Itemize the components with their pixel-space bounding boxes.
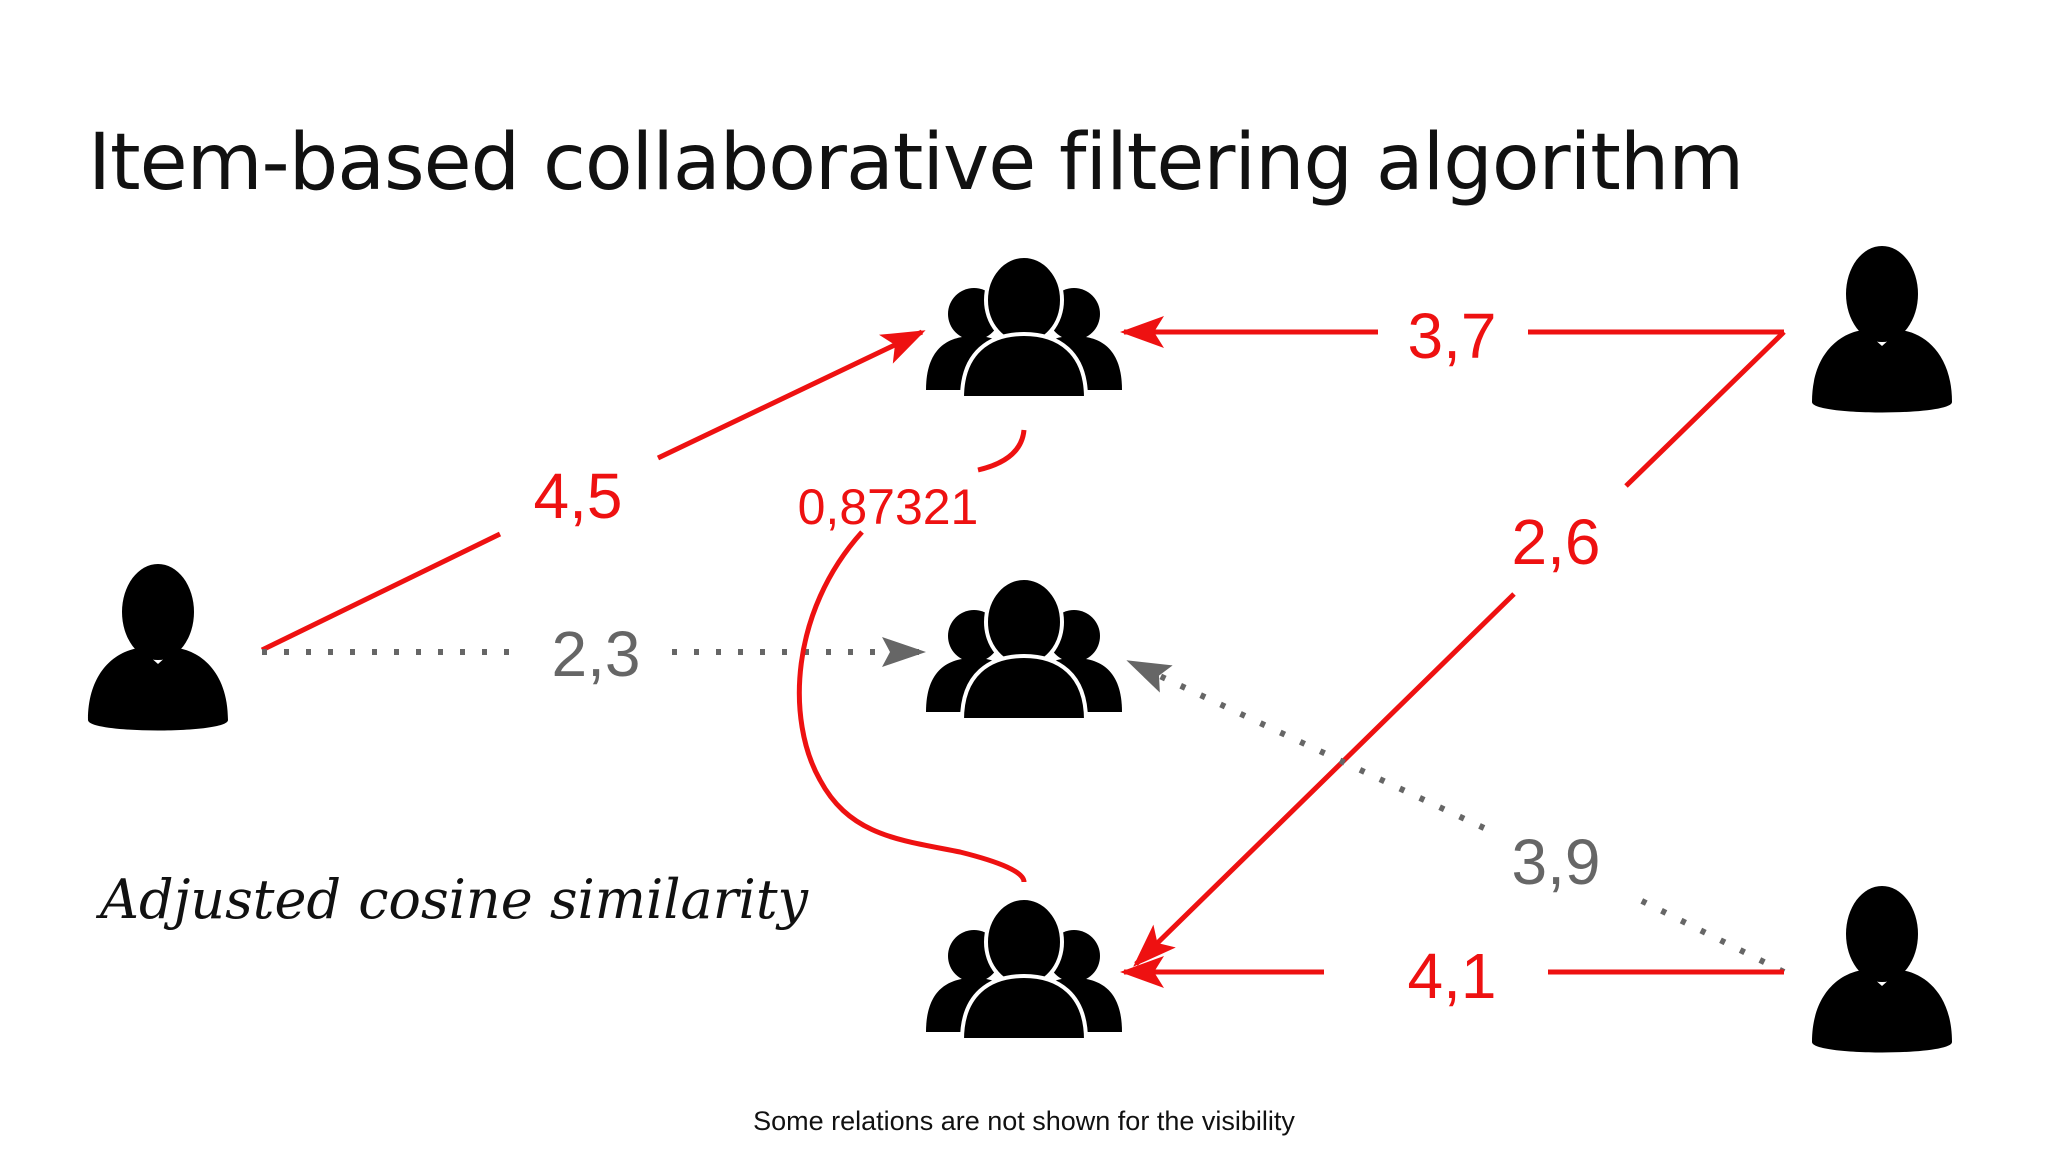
- user-icon: [88, 564, 228, 731]
- edge-label-2-6: 2,6: [1512, 506, 1601, 578]
- edge-user-left-item-top: [260, 329, 926, 653]
- edge-label-4-1: 4,1: [1408, 940, 1497, 1012]
- edge-user-top-right-item-bottom: [1133, 330, 1786, 967]
- similarity-label: 0,87321: [798, 479, 979, 535]
- slide-title: Item-based collaborative filtering algor…: [88, 118, 1744, 208]
- edge-label-3-9: 3,9: [1512, 826, 1601, 898]
- user-icon: [1812, 246, 1952, 413]
- edge-label-2-3: 2,3: [552, 618, 641, 690]
- method-caption: Adjusted cosine similarity: [100, 868, 809, 931]
- group-icon: [926, 578, 1122, 720]
- similarity-curve: [796, 429, 1027, 883]
- edge-label-4-5: 4,5: [534, 460, 623, 532]
- edge-label-3-7: 3,7: [1408, 300, 1497, 372]
- group-icon: [926, 898, 1122, 1040]
- user-icon: [1812, 886, 1952, 1053]
- group-icon: [926, 256, 1122, 398]
- edge-user-bottom-right-item-middle: [1126, 659, 1786, 975]
- footnote: Some relations are not shown for the vis…: [753, 1106, 1295, 1136]
